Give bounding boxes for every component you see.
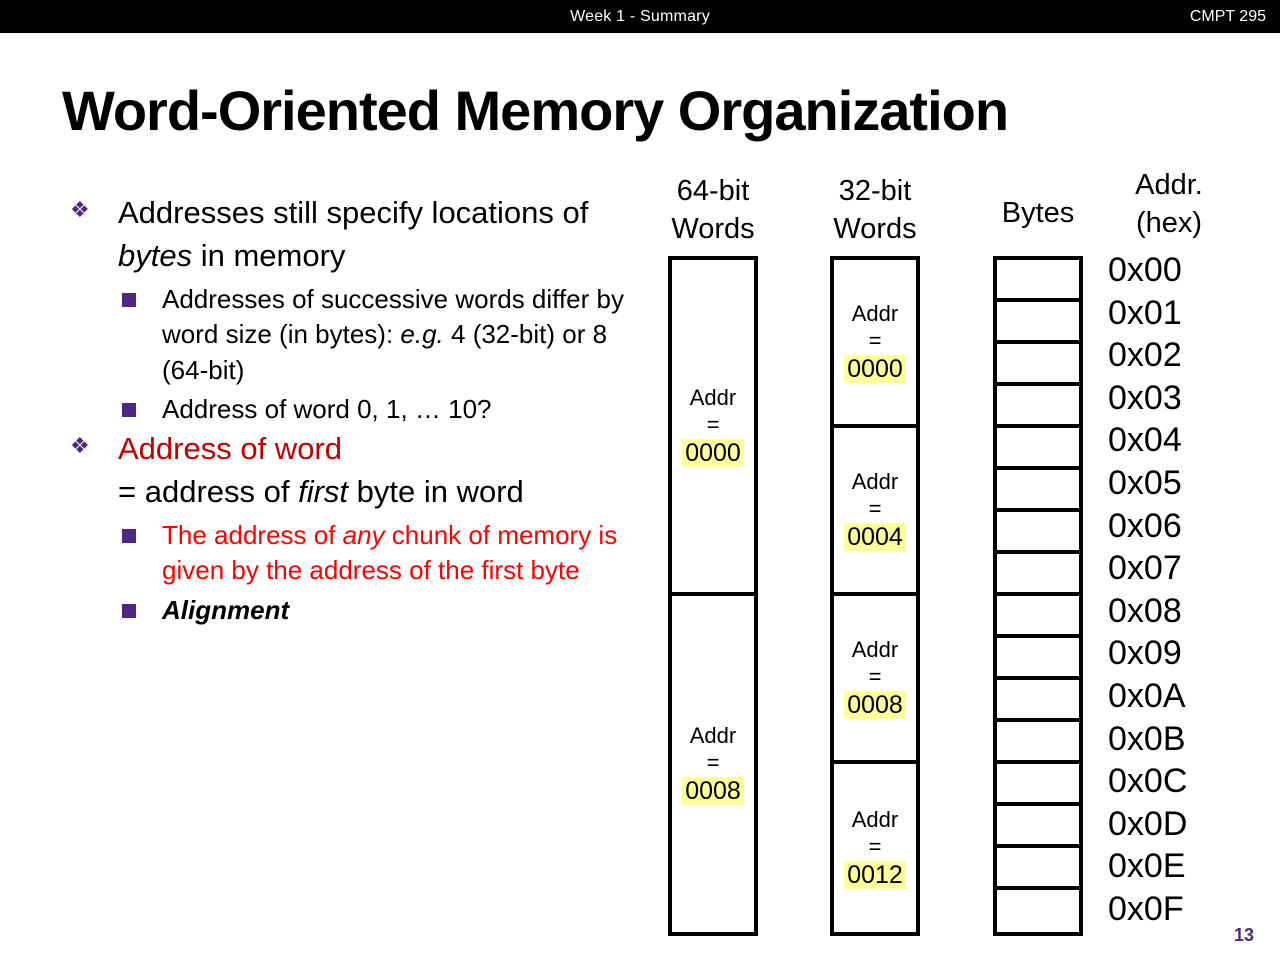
address-label: 0x0F bbox=[1108, 889, 1184, 928]
address-label: 0x03 bbox=[1108, 378, 1182, 417]
bullet-item: ❖ Addresses still specify locations of by… bbox=[58, 192, 658, 278]
column-header-line: Words bbox=[671, 213, 755, 246]
column-header-bytes: Bytes bbox=[975, 194, 1101, 232]
memory-cell bbox=[997, 554, 1079, 596]
bullet-text: Addresses still specify locations of byt… bbox=[118, 195, 589, 273]
cell-addr-label: Addr bbox=[851, 469, 899, 495]
column-header-line: (hex) bbox=[1135, 207, 1203, 240]
memory-cell bbox=[997, 428, 1079, 470]
bullet-list: ❖ Addresses still specify locations of by… bbox=[58, 192, 658, 628]
banner-course-code: CMPT 295 bbox=[1189, 8, 1266, 25]
cell-addr-value: 0000 bbox=[844, 354, 906, 383]
column-header-line: 64-bit bbox=[676, 175, 750, 207]
memory-cell bbox=[997, 512, 1079, 554]
bullet-text: Alignment bbox=[162, 594, 290, 625]
address-label: 0x0C bbox=[1108, 762, 1188, 801]
address-label: 0x06 bbox=[1108, 506, 1182, 545]
cell-addr-label: Addr bbox=[689, 723, 737, 749]
address-label: 0x01 bbox=[1108, 293, 1182, 332]
memory-cell bbox=[997, 680, 1079, 722]
address-label: 0x08 bbox=[1108, 591, 1182, 630]
square-bullet-icon bbox=[122, 292, 136, 307]
bullet-text: The address of any chunk of memory is gi… bbox=[162, 519, 618, 586]
diamond-bullet-icon: ❖ bbox=[70, 432, 90, 458]
cell-equals-sign: = bbox=[868, 328, 882, 353]
column-bytes bbox=[993, 256, 1083, 936]
cell-addr-value: 0012 bbox=[844, 860, 906, 889]
square-bullet-icon bbox=[122, 603, 136, 618]
banner-title: Week 1 - Summary bbox=[570, 8, 710, 25]
bullet-item: The address of any chunk of memory is gi… bbox=[58, 518, 658, 589]
address-label: 0x0E bbox=[1108, 847, 1186, 886]
top-banner: Week 1 - Summary CMPT 295 bbox=[0, 0, 1280, 33]
page-title: Word-Oriented Memory Organization bbox=[62, 79, 1009, 142]
memory-cell: Addr=0012 bbox=[834, 764, 916, 932]
address-label: 0x0A bbox=[1108, 676, 1186, 715]
diamond-bullet-icon: ❖ bbox=[70, 197, 90, 222]
cell-addr-value: 0004 bbox=[844, 522, 906, 551]
bullet-item: Address of word 0, 1, … 10? bbox=[58, 392, 658, 428]
address-label: 0x04 bbox=[1108, 421, 1182, 460]
bullet-item: Addresses of successive words differ by … bbox=[58, 282, 658, 389]
column-header-line: 32-bit bbox=[838, 175, 912, 207]
cell-equals-sign: = bbox=[706, 750, 720, 775]
address-label: 0x00 bbox=[1108, 251, 1182, 289]
memory-cell bbox=[997, 890, 1079, 932]
memory-cell: Addr=0008 bbox=[672, 596, 754, 932]
memory-cell bbox=[997, 470, 1079, 512]
memory-cell bbox=[997, 344, 1079, 386]
cell-equals-sign: = bbox=[868, 664, 882, 689]
cell-addr-value: 0008 bbox=[682, 776, 744, 805]
memory-cell bbox=[997, 302, 1079, 344]
memory-cell bbox=[997, 386, 1079, 428]
cell-addr-label: Addr bbox=[851, 301, 899, 327]
square-bullet-icon bbox=[122, 528, 136, 543]
cell-addr-label: Addr bbox=[851, 637, 899, 663]
slide-number: 13 bbox=[1233, 925, 1254, 945]
memory-cell: Addr=0008 bbox=[834, 596, 916, 764]
memory-cell: Addr=0000 bbox=[672, 260, 754, 596]
address-label: 0x02 bbox=[1108, 336, 1182, 375]
column-header-line: Bytes bbox=[1001, 197, 1075, 229]
memory-cell: Addr=0000 bbox=[834, 260, 916, 428]
address-label: 0x05 bbox=[1108, 463, 1182, 502]
address-label: 0x09 bbox=[1108, 634, 1182, 673]
cell-addr-label: Addr bbox=[689, 385, 737, 411]
cell-equals-sign: = bbox=[868, 834, 882, 859]
address-label: 0x07 bbox=[1108, 549, 1182, 588]
memory-cell bbox=[997, 722, 1079, 764]
memory-cell: Addr=0004 bbox=[834, 428, 916, 596]
bullet-item: ❖ Address of word= address of first byte … bbox=[58, 428, 658, 514]
column-header-line: Addr. bbox=[1135, 169, 1203, 201]
bullet-text: Address of word= address of first byte i… bbox=[118, 430, 524, 509]
bullet-text: Addresses of successive words differ by … bbox=[162, 283, 624, 385]
bullet-text: Address of word 0, 1, … 10? bbox=[162, 394, 492, 425]
address-label: 0x0D bbox=[1108, 804, 1188, 843]
square-bullet-icon bbox=[122, 403, 136, 418]
column-header-line: Words bbox=[833, 213, 917, 246]
memory-cell bbox=[997, 638, 1079, 680]
memory-cell bbox=[997, 806, 1079, 848]
cell-addr-label: Addr bbox=[851, 807, 899, 833]
memory-cell bbox=[997, 260, 1079, 302]
cell-addr-value: 0000 bbox=[682, 438, 744, 467]
column-header-addr-hex: Addr. (hex) bbox=[1104, 166, 1234, 243]
bullet-item: Alignment bbox=[58, 593, 658, 629]
cell-equals-sign: = bbox=[706, 412, 720, 437]
memory-cell bbox=[997, 596, 1079, 638]
memory-cell bbox=[997, 848, 1079, 890]
address-label: 0x0B bbox=[1108, 719, 1186, 758]
memory-cell bbox=[997, 764, 1079, 806]
cell-equals-sign: = bbox=[868, 496, 882, 521]
cell-addr-value: 0008 bbox=[844, 690, 906, 719]
